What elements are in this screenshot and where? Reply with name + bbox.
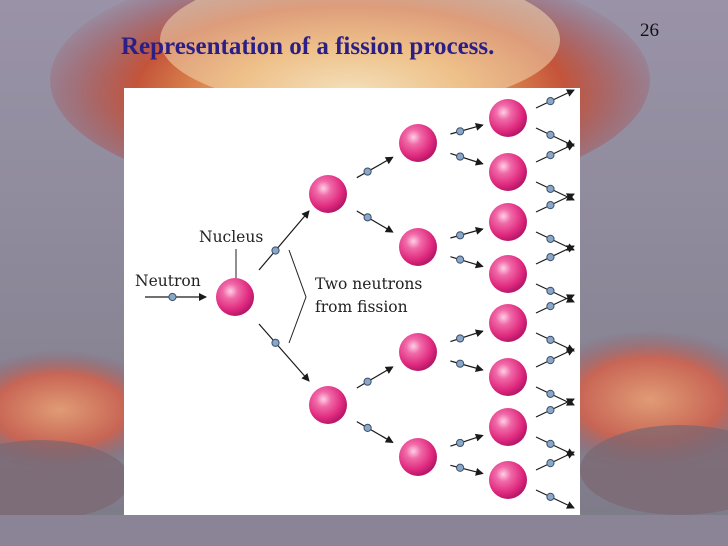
fourth-gen-out-up-3-arrow <box>535 193 575 213</box>
fourth-gen-nucleus-5 <box>489 304 527 342</box>
fourth-gen-out-down-6-dot <box>546 389 555 398</box>
fourth-gen-out-up-1-dot <box>546 97 555 106</box>
two-neutrons-label-line2: from fission <box>315 298 408 316</box>
neutrons-layer <box>168 97 555 501</box>
fourth-gen-out-up-4-dot <box>546 253 555 262</box>
fourth-gen-nucleus-4 <box>489 255 527 293</box>
third-gen-neutron-6-dot <box>456 359 465 368</box>
second-gen-nucleus-2 <box>309 386 347 424</box>
third-gen-neutron-3-dot <box>456 231 465 240</box>
third-gen-neutron-1-dot <box>456 127 465 136</box>
fourth-gen-out-up-8-arrow <box>535 451 575 471</box>
fission-neutron-down-dot <box>271 338 280 347</box>
slide-title: Representation of a fission process. <box>121 33 495 60</box>
fourth-gen-out-down-5-dot <box>546 335 555 344</box>
second-gen-neutron-3-dot <box>363 377 372 386</box>
fourth-gen-nucleus-6 <box>489 358 527 396</box>
fourth-gen-out-up-7-arrow <box>535 398 575 418</box>
fourth-gen-out-down-8-dot <box>546 492 555 501</box>
second-gen-neutron-1-arrow <box>356 156 394 179</box>
initial-neutron-dot <box>168 292 177 302</box>
fourth-gen-out-down-1-arrow <box>535 127 575 147</box>
second-gen-neutron-2-arrow <box>356 210 394 233</box>
second-gen-neutron-2-dot <box>363 213 372 222</box>
third-gen-neutron-6-arrow <box>450 360 484 372</box>
third-gen-neutron-4-dot <box>456 255 465 264</box>
third-gen-nucleus-3 <box>399 333 437 371</box>
fourth-gen-out-up-2-arrow <box>535 143 575 163</box>
third-gen-neutron-2-dot <box>456 152 465 161</box>
third-gen-neutron-7-dot <box>456 438 465 448</box>
fission-neutron-up-arrow <box>258 210 310 271</box>
fourth-gen-nucleus-1 <box>489 99 527 137</box>
fourth-gen-out-up-4-arrow <box>535 245 575 265</box>
third-gen-neutron-1-arrow <box>450 123 484 135</box>
second-gen-neutron-1-dot <box>363 167 372 176</box>
fourth-gen-nucleus-2 <box>489 153 527 191</box>
fourth-gen-out-down-7-arrow <box>535 436 575 456</box>
third-gen-neutron-5-dot <box>456 334 465 343</box>
third-gen-neutron-7-arrow <box>450 433 484 447</box>
third-gen-nucleus-2 <box>399 228 437 266</box>
fourth-gen-out-down-1-dot <box>546 130 555 139</box>
third-gen-nucleus-4 <box>399 438 437 476</box>
second-gen-neutron-4-dot <box>363 423 372 432</box>
fourth-gen-out-up-5-arrow <box>535 294 575 314</box>
fission-neutron-down-arrow <box>258 323 310 382</box>
fourth-gen-out-down-4-arrow <box>535 283 575 303</box>
third-gen-neutron-8-dot <box>456 463 465 472</box>
fourth-gen-out-down-4-dot <box>546 286 555 295</box>
fourth-gen-out-up-6-dot <box>546 356 555 365</box>
fourth-gen-out-down-8-arrow <box>535 489 575 509</box>
fourth-gen-out-down-3-arrow <box>535 231 575 251</box>
fourth-gen-out-up-8-dot <box>546 459 555 468</box>
third-gen-neutron-5-arrow <box>450 329 484 343</box>
slide-number: 26 <box>640 20 659 41</box>
fission-diagram-panel: Nucleus Neutron Two neutrons from fissio… <box>124 88 580 515</box>
fourth-gen-nucleus-3 <box>489 203 527 241</box>
neutron-label: Neutron <box>135 272 201 290</box>
fourth-gen-nucleus-8 <box>489 461 527 499</box>
two-neutrons-bracket <box>288 249 307 344</box>
nucleus-label: Nucleus <box>199 228 264 246</box>
fourth-gen-out-up-7-dot <box>546 406 555 415</box>
fourth-gen-out-up-2-dot <box>546 151 555 160</box>
fourth-gen-out-up-5-dot <box>546 302 555 311</box>
third-gen-nucleus-1 <box>399 124 437 162</box>
fourth-gen-out-down-2-dot <box>546 184 555 193</box>
fourth-gen-out-up-6-arrow <box>535 348 575 368</box>
fission-chain-diagram <box>145 89 575 509</box>
two-neutrons-label-line1: Two neutrons <box>315 275 423 293</box>
fourth-gen-out-down-7-dot <box>546 439 555 448</box>
second-gen-neutron-3-arrow <box>356 366 394 389</box>
fourth-gen-out-down-3-dot <box>546 234 555 243</box>
nuclei-layer <box>216 99 527 499</box>
second-gen-nucleus-1 <box>309 175 347 213</box>
fourth-gen-nucleus-7 <box>489 408 527 446</box>
second-gen-neutron-4-arrow <box>356 421 394 443</box>
fourth-gen-out-down-5-arrow <box>535 332 575 352</box>
first-nucleus <box>216 278 254 316</box>
third-gen-neutron-2-arrow <box>450 152 484 166</box>
third-gen-neutron-8-arrow <box>450 464 484 476</box>
fission-neutron-up-dot <box>271 246 280 255</box>
third-gen-neutron-3-arrow <box>450 227 484 239</box>
fourth-gen-out-up-1-arrow <box>535 89 575 109</box>
fourth-gen-out-up-3-dot <box>546 201 555 210</box>
arrows-layer <box>145 89 575 509</box>
third-gen-neutron-4-arrow <box>450 256 484 269</box>
label-lines-layer <box>235 249 307 344</box>
